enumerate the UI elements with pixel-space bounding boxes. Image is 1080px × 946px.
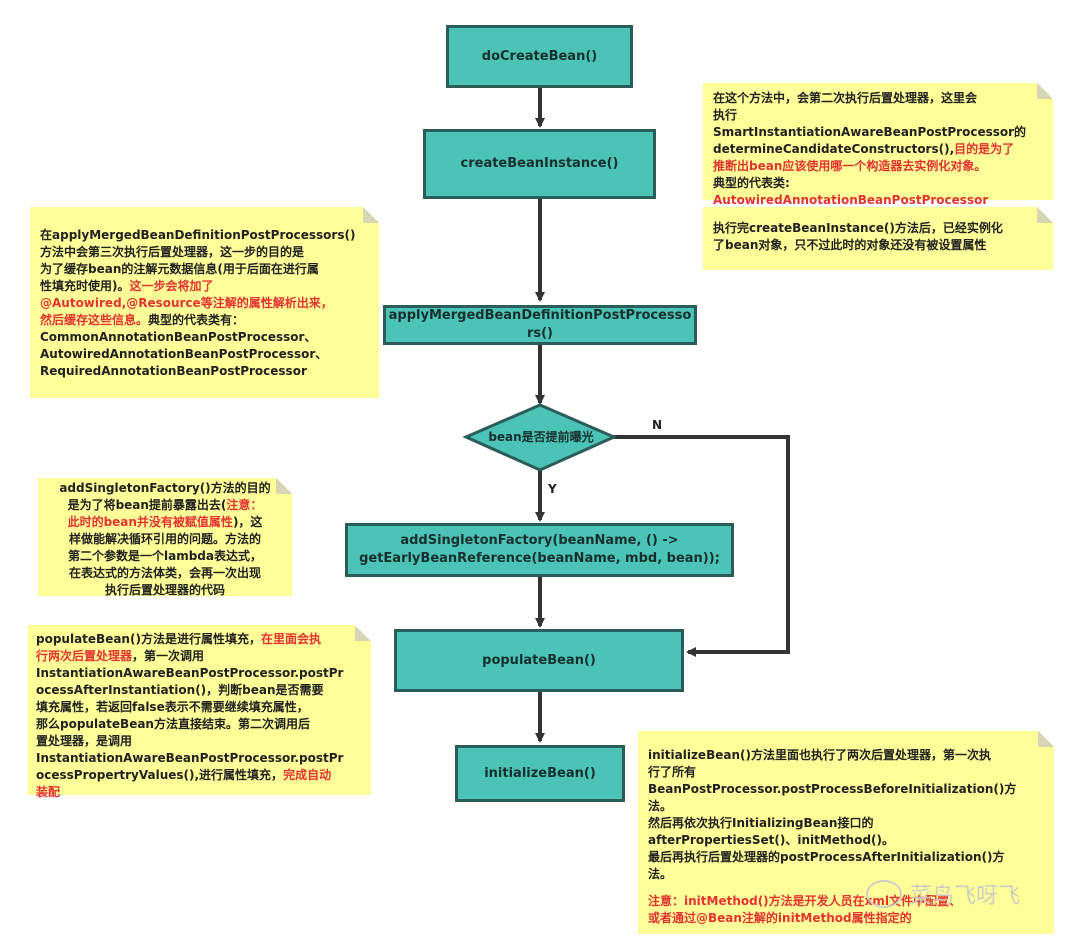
- note-line: 典型的代表类:: [713, 176, 790, 190]
- note-line: InstantiationAwareBeanPostProcessor.post…: [36, 751, 344, 765]
- edge-label-no: N: [652, 418, 663, 432]
- note-line: 样做能解决循环引用的问题。方法的: [68, 532, 261, 546]
- node-populate-bean: populateBean(): [394, 629, 684, 692]
- note-line: 执行完createBeanInstance()方法后，已经实例化: [713, 221, 1003, 235]
- node-do-create-bean-label: doCreateBean(): [481, 48, 598, 64]
- note-text: ocessPropertryValues(),进行属性填充，: [36, 768, 284, 782]
- note-line: determineCandidateConstructors(),目的是为了: [713, 141, 1043, 158]
- note-line: 方法中会第三次执行后置处理器，这一步的目的是: [40, 245, 305, 259]
- note-line: CommonAnnotationBeanPostProcessor、: [40, 330, 317, 344]
- note-highlight: AutowiredAnnotationBeanPostProcessor: [713, 193, 989, 207]
- watermark: 菜鸟飞呀飞: [866, 878, 1020, 910]
- note-line: 置处理器，是调用: [36, 734, 133, 748]
- note-line: BeanPostProcessor.postProcessBeforeIniti…: [648, 782, 1017, 796]
- node-create-bean-instance-label: createBeanInstance(): [460, 156, 619, 171]
- note-fold-corner: [355, 625, 371, 641]
- note-line: 法。: [648, 867, 673, 881]
- node-apply-merged: applyMergedBeanDefinitionPostProcesso rs…: [383, 305, 697, 345]
- note-line: addSingletonFactory()方法的目的: [59, 481, 271, 495]
- node-initialize-bean-label: initializeBean(): [484, 765, 596, 781]
- note-line: afterPropertiesSet()、initMethod()。: [648, 833, 895, 847]
- note-text: 性填充时使用)。: [40, 279, 130, 293]
- note-highlight: 或者通过@Bean注解的initMethod属性指定的: [648, 911, 912, 925]
- note-line: RequiredAnnotationBeanPostProcessor: [40, 364, 307, 378]
- node-add-singleton: addSingletonFactory(beanName, () -> getE…: [345, 523, 734, 577]
- note-line: 了bean对象，只不过此时的对象还没有被设置属性: [713, 238, 987, 252]
- note-highlight: @Autowired,@Resource等注解的属性解析出来，: [40, 296, 333, 310]
- note-text: 典型的代表类有：: [148, 313, 245, 327]
- note-line: AutowiredAnnotationBeanPostProcessor、: [40, 347, 328, 361]
- note-fold-corner: [1037, 207, 1053, 223]
- note-line: 然后再依次执行InitializingBean接口的: [648, 816, 874, 830]
- node-initialize-bean: initializeBean(): [455, 745, 625, 802]
- note-line: 性填充时使用)。这一步会将加了: [40, 278, 369, 295]
- note-highlight: 完成自动: [283, 768, 332, 782]
- wechat-icon: [866, 880, 902, 908]
- note-line: InstantiationAwareBeanPostProcessor.post…: [36, 666, 344, 680]
- node-populate-bean-label: populateBean(): [482, 652, 596, 668]
- note-fold-corner: [363, 207, 379, 223]
- note-line: ocessPropertryValues(),进行属性填充，完成自动: [36, 767, 363, 784]
- note-create-instance: 在这个方法中，会第二次执行后置处理器，这里会 执行 SmartInstantia…: [703, 83, 1053, 207]
- note-highlight: 在里面会执: [260, 632, 321, 646]
- note-line: populateBean()方法是进行属性填充，在里面会执: [36, 631, 363, 648]
- note-line: 执行后置处理器的代码: [104, 583, 225, 597]
- note-line: 那么populateBean方法直接结束。第二次调用后: [36, 717, 310, 731]
- note-highlight: 推断出bean应该使用哪一个构造器去实例化对象。: [713, 159, 987, 173]
- note-line: 行了所有: [648, 765, 697, 779]
- note-apply-merged: 在applyMergedBeanDefinitionPostProcessors…: [30, 207, 379, 398]
- note-line: 此时的bean并没有被赋值属性)，这: [44, 514, 286, 531]
- node-add-singleton-label-1: addSingletonFactory(beanName, () ->: [400, 533, 679, 548]
- note-line: 行两次后置处理器，第一次调用: [36, 648, 363, 665]
- note-after-instance: 执行完createBeanInstance()方法后，已经实例化 了bean对象…: [703, 207, 1053, 270]
- note-line: 在表达式的方法体类，会再一次出现: [68, 566, 261, 580]
- node-add-singleton-label-2: getEarlyBeanReference(beanName, mbd, bea…: [359, 551, 720, 566]
- note-text: determineCandidateConstructors(),: [713, 142, 955, 156]
- note-highlight: 此时的bean并没有被赋值属性: [67, 515, 233, 529]
- note-highlight: 目的是为了: [954, 142, 1015, 156]
- note-line: 然后缓存这些信息。典型的代表类有：: [40, 312, 369, 329]
- note-line: 在applyMergedBeanDefinitionPostProcessors…: [40, 228, 356, 242]
- node-create-bean-instance: createBeanInstance(): [423, 129, 656, 199]
- note-text: populateBean()方法是进行属性填充，: [36, 632, 261, 646]
- note-line: 是为了将bean提前暴露出去(注意：: [44, 497, 286, 514]
- edge-label-yes: Y: [548, 482, 557, 496]
- note-line: 法。: [648, 799, 673, 813]
- note-highlight: 注意：: [226, 498, 263, 512]
- note-line: initializeBean()方法里面也执行了两次后置处理器，第一次执: [648, 748, 991, 762]
- note-text: 是为了将bean提前暴露出去(: [67, 498, 227, 512]
- note-fold-corner: [1038, 731, 1054, 747]
- note-line: 执行: [713, 108, 738, 122]
- note-highlight: 这一步会将加了: [129, 279, 214, 293]
- note-highlight: 行两次后置处理器: [36, 649, 133, 663]
- note-fold-corner: [1037, 83, 1053, 99]
- note-line: 第二个参数是一个lambda表达式，: [68, 549, 262, 563]
- note-line: 最后再执行后置处理器的postProcessAfterInitializatio…: [648, 850, 1005, 864]
- note-add-singleton: addSingletonFactory()方法的目的 是为了将bean提前暴露出…: [38, 478, 292, 597]
- decision-diamond: [462, 403, 618, 472]
- edge-decision-no: [614, 435, 790, 657]
- node-apply-merged-label-1: applyMergedBeanDefinitionPostProcesso: [388, 308, 692, 323]
- note-highlight: 装配: [36, 785, 61, 799]
- note-fold-corner: [276, 478, 292, 494]
- watermark-text: 菜鸟飞呀飞: [910, 884, 1021, 909]
- note-text: )，这: [232, 515, 263, 529]
- node-do-create-bean: doCreateBean(): [446, 25, 633, 88]
- node-apply-merged-label-2: rs(): [526, 326, 554, 341]
- note-line: SmartInstantiationAwareBeanPostProcessor…: [713, 125, 1027, 139]
- note-highlight: 然后缓存这些信息。: [40, 313, 149, 327]
- note-line: 填充属性，若返回false表示不需要继续填充属性，: [36, 700, 309, 714]
- note-initialize: initializeBean()方法里面也执行了两次后置处理器，第一次执 行了所…: [638, 731, 1054, 934]
- decision-label: bean是否提前曝光: [488, 430, 594, 444]
- note-line: 为了缓存bean的注解元数据信息(用于后面在进行属: [40, 262, 319, 276]
- note-line: 在这个方法中，会第二次执行后置处理器，这里会: [713, 91, 978, 105]
- note-text: ，第一次调用: [132, 649, 205, 663]
- note-line: ocessAfterInstantiation()，判断bean是否需要: [36, 683, 324, 697]
- note-populate: populateBean()方法是进行属性填充，在里面会执 行两次后置处理器，第…: [28, 625, 371, 799]
